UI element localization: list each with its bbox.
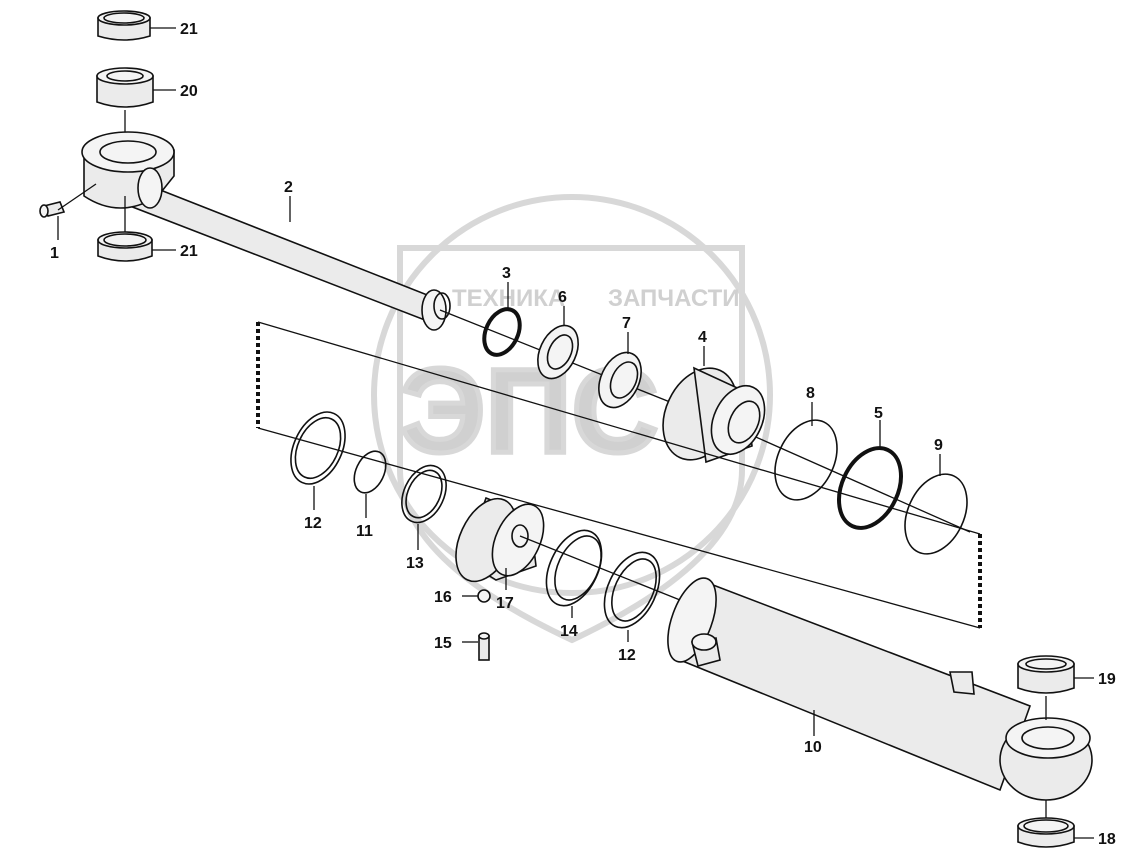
seal-6 — [537, 324, 579, 380]
seal-13 — [401, 464, 447, 524]
grease-nipple-1 — [39, 201, 66, 218]
o-ring-11 — [353, 450, 387, 494]
o-ring-9 — [904, 473, 968, 555]
callout-11: 11 — [356, 523, 373, 540]
cylinder-tube-10 — [667, 577, 1093, 801]
callout-19: 19 — [1098, 671, 1116, 688]
callout-6: 6 — [558, 289, 567, 306]
callout-7: 7 — [622, 315, 631, 332]
callout-13: 13 — [406, 555, 424, 572]
callout-14: 14 — [560, 623, 578, 640]
bushing-21-bottom — [97, 231, 153, 262]
callout-12-right: 12 — [618, 647, 636, 664]
wiper-7 — [598, 351, 642, 409]
callout-2: 2 — [284, 179, 293, 196]
screw-15 — [478, 632, 490, 661]
bearing-19 — [1017, 655, 1075, 694]
callout-4: 4 — [698, 329, 707, 346]
bushing-18 — [1017, 817, 1075, 848]
callout-21-bottom: 21 — [180, 243, 198, 260]
callout-10: 10 — [804, 739, 822, 756]
cylinder-head-4 — [662, 366, 766, 464]
callout-15: 15 — [434, 635, 452, 652]
ball-16 — [477, 589, 491, 603]
bushing-21-top — [97, 10, 151, 41]
callout-9: 9 — [934, 437, 943, 454]
o-ring-3 — [482, 307, 522, 357]
callout-17: 17 — [496, 595, 514, 612]
callout-3: 3 — [502, 265, 511, 282]
callout-18: 18 — [1098, 831, 1116, 848]
callout-5: 5 — [874, 405, 883, 422]
callout-leaders — [150, 27, 1094, 839]
o-ring-8 — [774, 419, 838, 501]
bearing-20 — [96, 67, 154, 108]
callout-20: 20 — [180, 83, 198, 100]
piston-rod-2 — [81, 131, 451, 331]
watermark-text-line2: ЗАПЧАСТИ — [608, 285, 740, 312]
callout-21-top: 21 — [180, 21, 198, 38]
callout-8: 8 — [806, 385, 815, 402]
callout-16: 16 — [434, 589, 452, 606]
callout-12-left: 12 — [304, 515, 322, 532]
wear-ring-12-right — [603, 551, 661, 629]
seal-12-left — [290, 411, 346, 485]
piston-17 — [455, 496, 545, 583]
watermark-circle — [371, 194, 773, 596]
backup-ring-5 — [837, 446, 903, 530]
callout-1: 1 — [50, 245, 59, 262]
piston-seal-14 — [545, 529, 603, 607]
